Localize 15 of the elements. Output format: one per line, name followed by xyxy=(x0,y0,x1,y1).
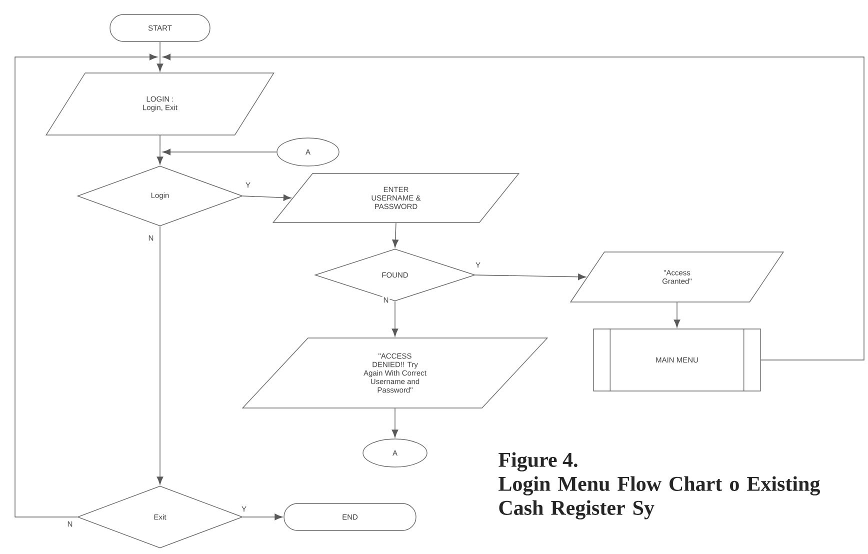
arrow xyxy=(14,54,158,518)
arrow xyxy=(156,135,164,165)
figure-title: Figure 4. xyxy=(498,452,578,472)
arrow xyxy=(162,148,278,156)
arrow xyxy=(242,194,292,201)
arrow xyxy=(392,408,398,438)
arrow xyxy=(242,514,283,520)
arrow xyxy=(156,226,164,485)
arrow xyxy=(392,222,399,248)
arrow xyxy=(674,302,680,328)
arrow xyxy=(162,54,864,360)
arrow xyxy=(156,42,164,72)
arrow xyxy=(392,301,398,337)
figure-caption: Login Menu Flow Chart o Existing Cash Register Sy xyxy=(498,476,820,520)
arrow xyxy=(475,274,586,280)
